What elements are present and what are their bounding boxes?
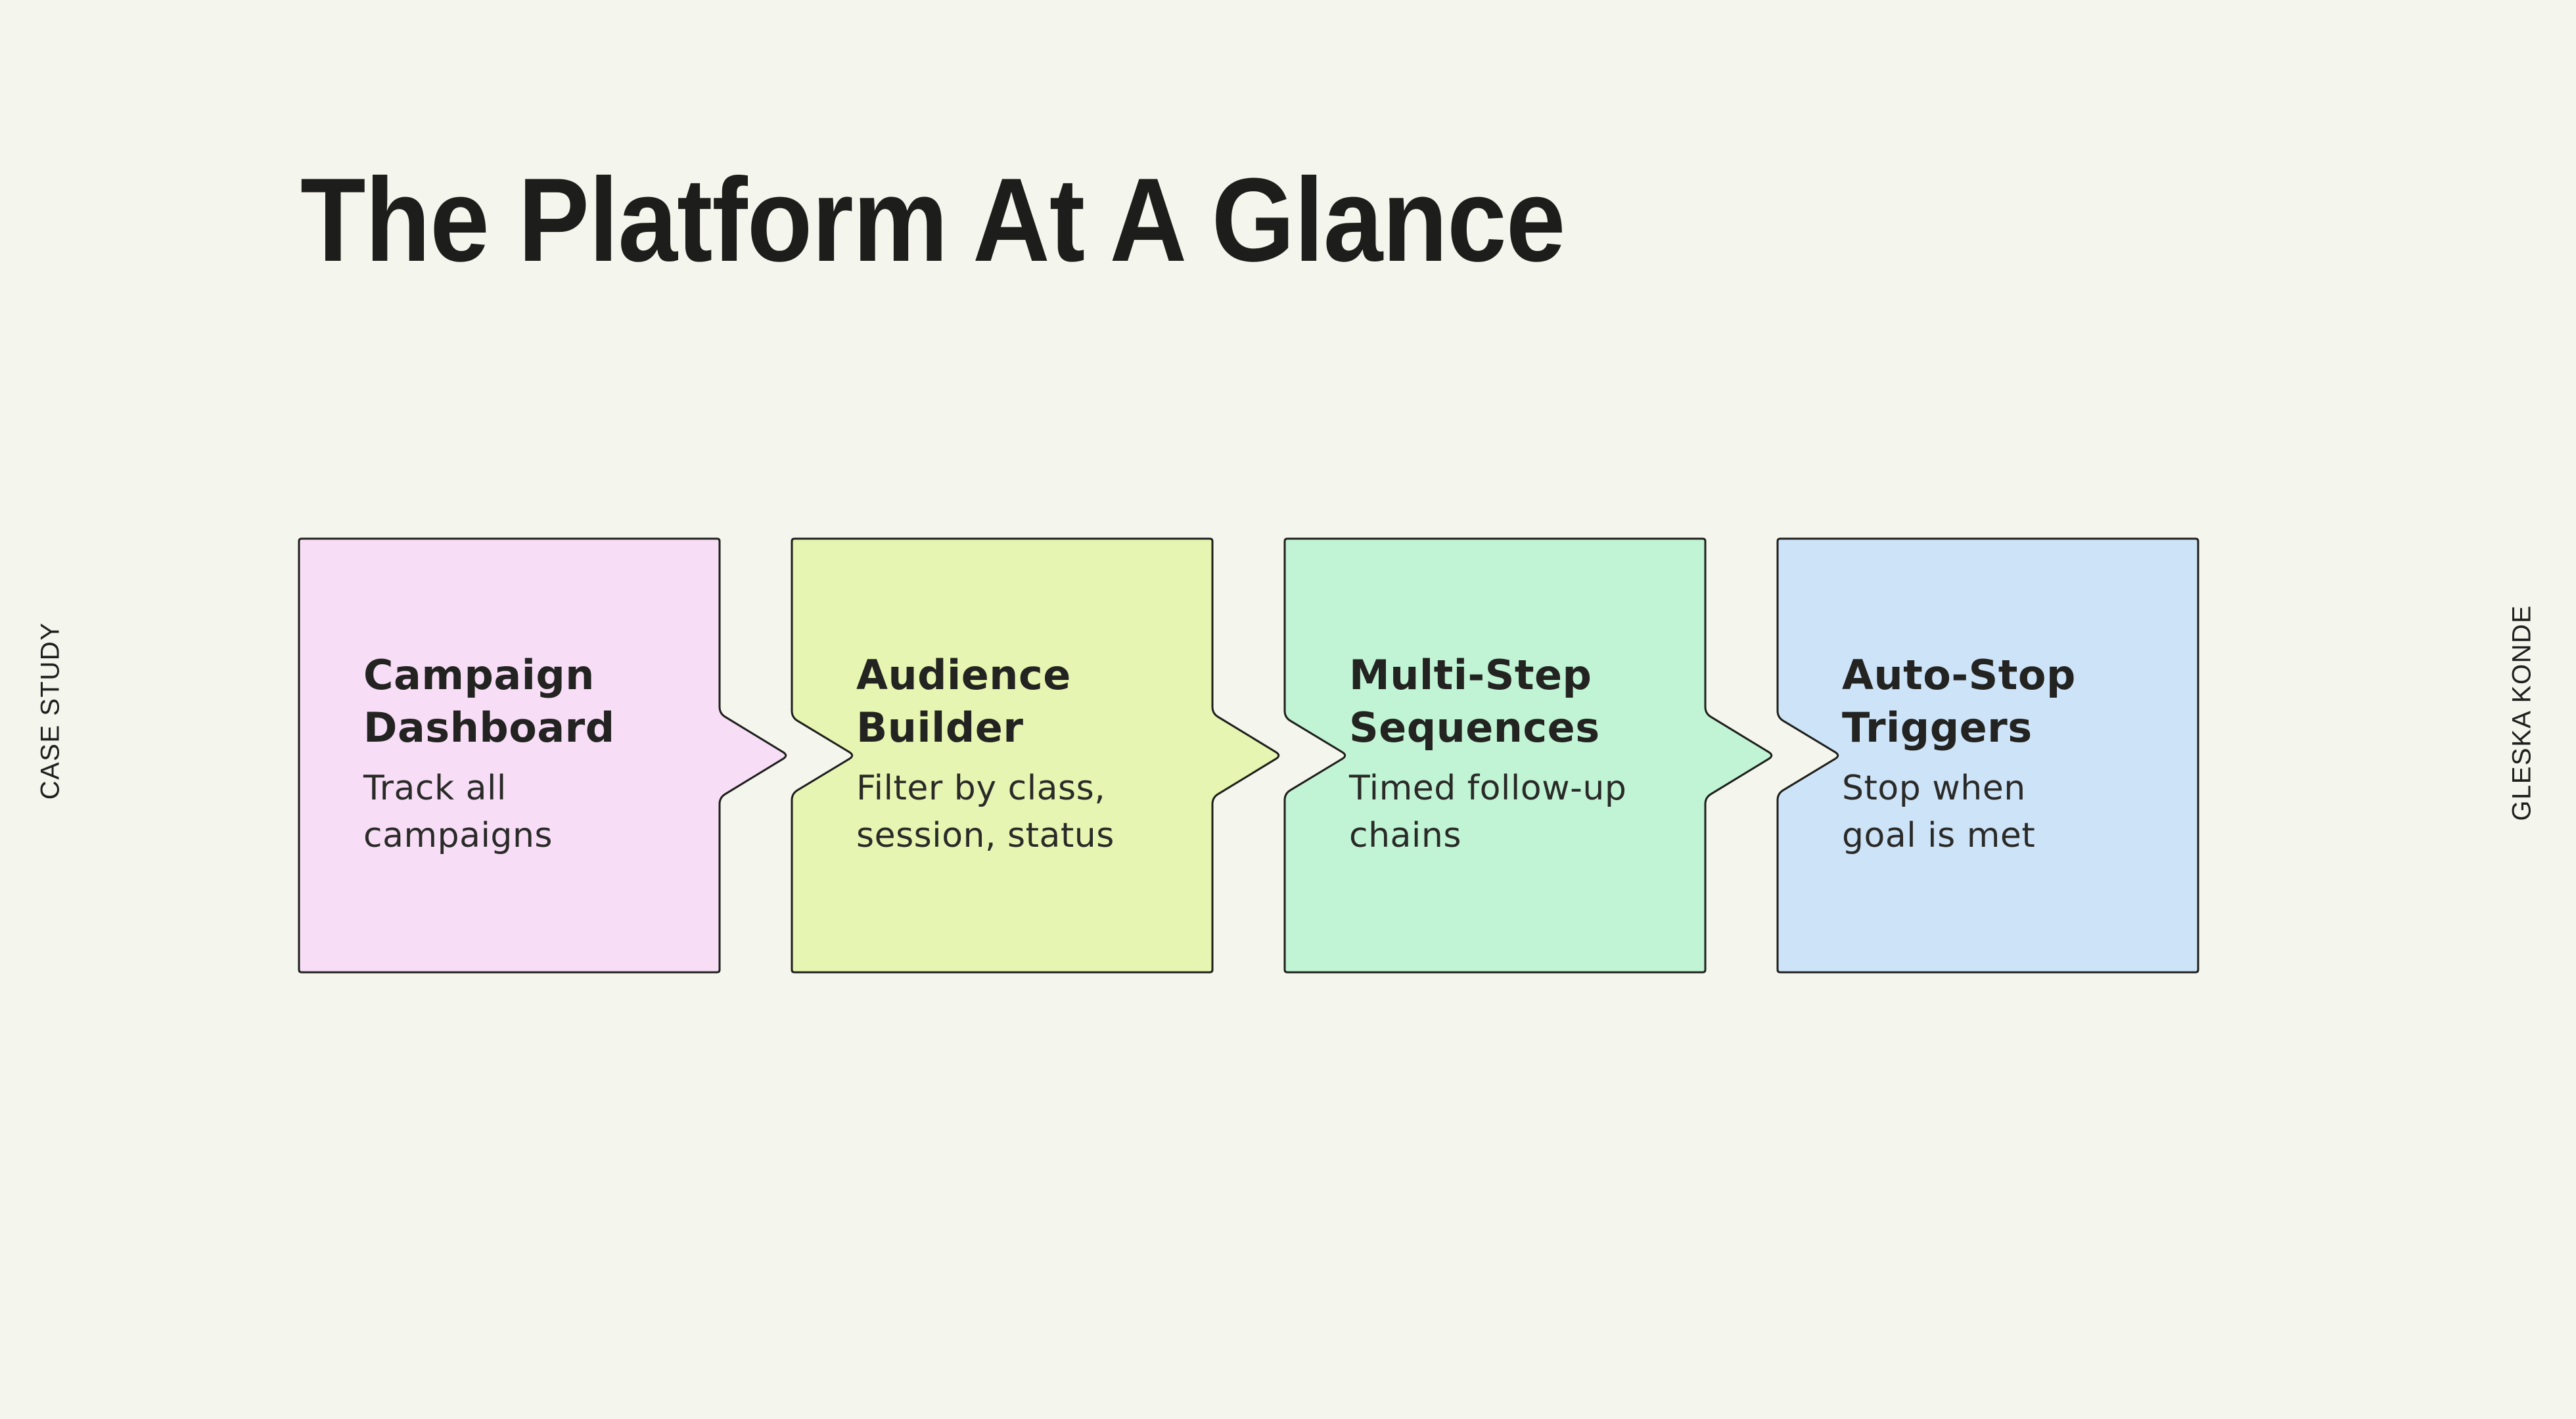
card-description: Stop when goal is met <box>1842 769 2036 855</box>
card-content: Audience Builder Filter by class, sessio… <box>856 649 1151 859</box>
card-shape-outline <box>1283 537 1773 974</box>
card-title: Auto-Stop Triggers <box>1842 651 2076 752</box>
card-title: Campaign Dashboard <box>363 651 615 752</box>
card-arrow-shape <box>1283 537 1773 974</box>
card-content: Multi-Step Sequences Timed follow-up cha… <box>1349 649 1644 859</box>
card-shape-outline <box>298 537 787 974</box>
card-content: Auto-Stop Triggers Stop when goal is met <box>1842 649 2136 859</box>
card-shape-outline <box>1776 537 2199 974</box>
card-multi-step-sequences: Multi-Step Sequences Timed follow-up cha… <box>1283 537 1774 974</box>
card-content: Campaign Dashboard Track all campaigns <box>363 649 658 859</box>
card-arrow-shape <box>791 537 1280 974</box>
card-description: Timed follow-up chains <box>1349 769 1627 855</box>
page-title: The Platform At A Glance <box>300 154 1565 286</box>
card-description: Track all campaigns <box>363 769 553 855</box>
card-description: Filter by class, session, status <box>856 769 1115 855</box>
card-shape-outline <box>791 537 1280 974</box>
card-campaign-dashboard: Campaign Dashboard Track all campaigns <box>298 537 789 974</box>
card-arrow-shape <box>298 537 787 974</box>
card-auto-stop-triggers: Auto-Stop Triggers Stop when goal is met <box>1776 537 2267 974</box>
card-audience-builder: Audience Builder Filter by class, sessio… <box>791 537 1281 974</box>
card-arrow-shape <box>1776 537 2199 974</box>
card-title: Audience Builder <box>856 651 1071 752</box>
card-title: Multi-Step Sequences <box>1349 651 1600 752</box>
